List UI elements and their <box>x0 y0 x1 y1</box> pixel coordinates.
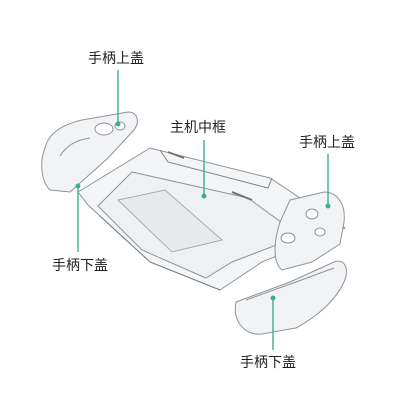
label-right-top-shell: 手柄上盖 <box>299 135 355 151</box>
right-top-shell-button-hole <box>280 232 296 244</box>
leader-lines <box>75 70 331 350</box>
main-frame <box>77 147 347 291</box>
main-frame-lower-edge <box>99 215 221 291</box>
leader-bottom-right-dot <box>270 295 276 301</box>
right-top-shell-stick-hole <box>305 208 319 220</box>
leader-top-left-dot <box>115 121 121 127</box>
right-top-shell <box>274 191 345 271</box>
left-top-shell-inner-edge <box>59 137 91 157</box>
label-main-frame: 主机中框 <box>170 120 226 136</box>
left-top-shell-stick-hole <box>94 122 114 136</box>
right-bottom-shell-body <box>234 260 347 335</box>
right-bottom-shell-rim <box>245 267 335 301</box>
label-right-bottom-shell: 手柄下盖 <box>240 355 296 371</box>
main-frame-back-panel <box>116 189 224 253</box>
right-bottom-shell <box>234 260 347 335</box>
label-left-top-shell: 手柄上盖 <box>88 51 144 67</box>
right-top-shell-body <box>274 191 345 271</box>
main-frame-rail <box>159 149 273 189</box>
leader-top-right-dot <box>325 203 331 209</box>
leader-bottom-left-dot <box>75 183 81 189</box>
main-frame-vent-slot <box>167 151 253 201</box>
left-top-shell-body <box>41 111 138 193</box>
leader-center-dot <box>201 193 207 199</box>
right-top-shell-button-hole-2 <box>314 227 326 237</box>
label-left-bottom-shell: 手柄下盖 <box>52 258 108 274</box>
left-top-shell <box>41 111 138 193</box>
